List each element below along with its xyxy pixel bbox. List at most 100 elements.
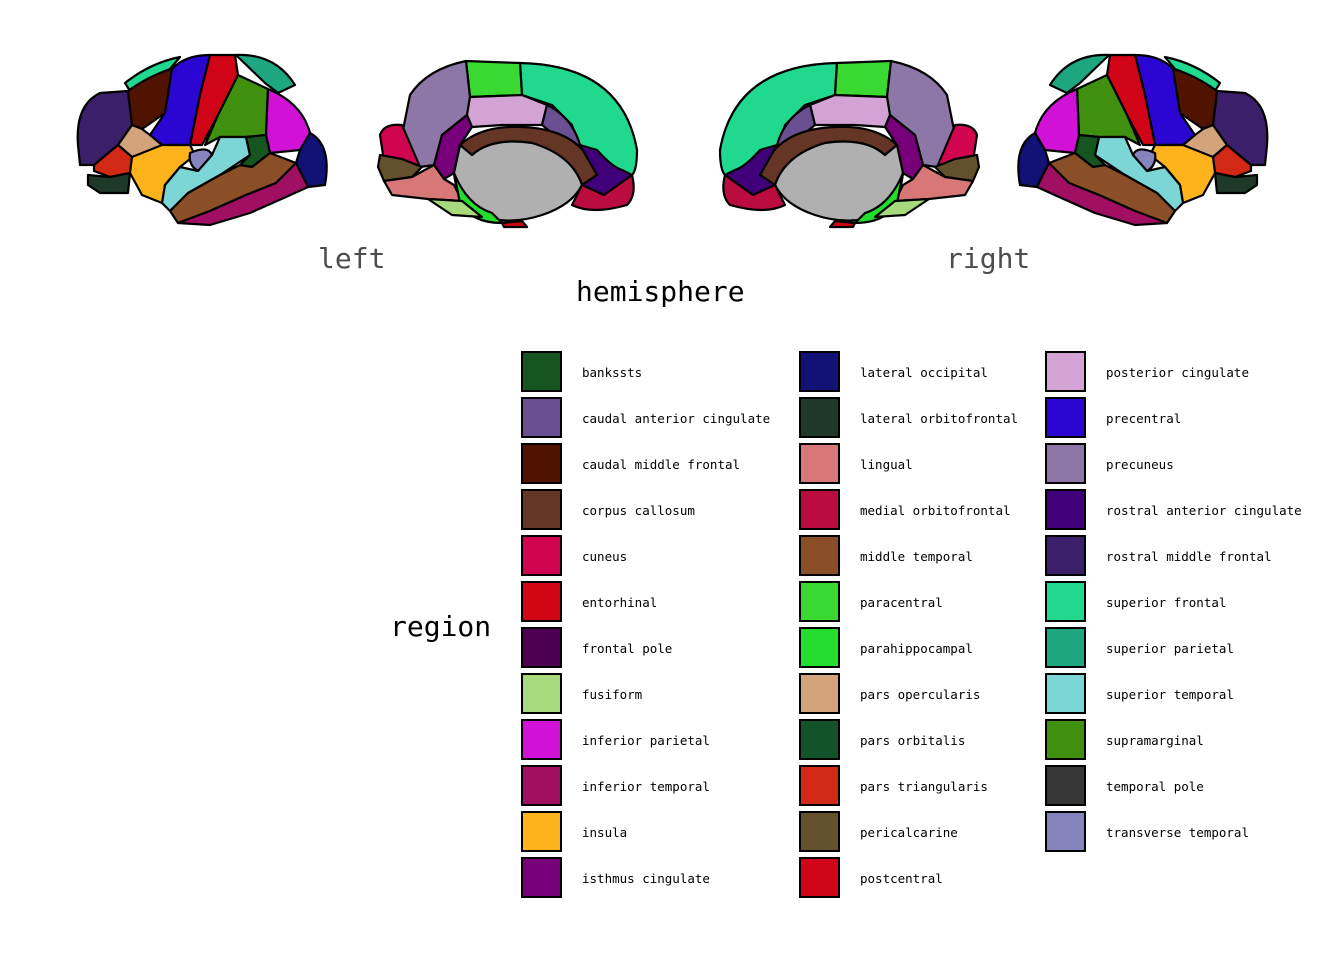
legend-swatch — [1045, 673, 1086, 714]
legend-item: caudal anterior cingulate — [521, 396, 821, 442]
legend-label: caudal middle frontal — [582, 457, 741, 472]
legend-label: paracentral — [860, 595, 943, 610]
legend-item: rostral anterior cingulate — [1045, 488, 1344, 534]
legend-swatch — [799, 765, 840, 806]
legend-label: caudal anterior cingulate — [582, 411, 771, 426]
region-medial-orbitofrontal — [570, 173, 635, 212]
legend-swatch — [521, 857, 562, 898]
legend-label: lateral occipital — [860, 365, 988, 380]
legend-item: lingual — [799, 442, 1099, 488]
legend-item: entorhinal — [521, 580, 821, 626]
legend-item: cuneus — [521, 534, 821, 580]
legend-item: supramarginal — [1045, 718, 1344, 764]
legend-swatch — [799, 581, 840, 622]
region-lateral-orbitofrontal — [86, 171, 132, 195]
region-superior-parietal — [233, 53, 297, 95]
legend-swatch — [799, 535, 840, 576]
region-inferior-temporal — [176, 161, 310, 227]
legend-swatch — [1045, 811, 1086, 852]
left-lateral-brain — [76, 53, 328, 227]
legend-swatch — [521, 351, 562, 392]
region-inferior-parietal — [264, 87, 312, 155]
x-axis-title: hemisphere — [576, 275, 745, 308]
region-posterior-cingulate — [808, 93, 892, 129]
legend-title: region — [390, 610, 492, 643]
legend-label: cuneus — [582, 549, 628, 564]
region-entorhinal — [828, 219, 857, 229]
legend-label: precentral — [1106, 411, 1182, 426]
legend-item: paracentral — [799, 580, 1099, 626]
legend-item: frontal pole — [521, 626, 821, 672]
region-fusiform — [426, 197, 484, 219]
legend-label: middle temporal — [860, 549, 973, 564]
legend-label: pars triangularis — [860, 779, 988, 794]
legend-label: parahippocampal — [860, 641, 973, 656]
hemisphere-label-left: left — [318, 242, 386, 275]
legend-swatch — [799, 719, 840, 760]
legend-item: insula — [521, 810, 821, 856]
region-postcentral — [188, 53, 240, 147]
legend-swatch — [521, 581, 562, 622]
legend-swatch — [1045, 351, 1086, 392]
legend-swatch — [521, 627, 562, 668]
region-medial-orbitofrontal — [722, 173, 787, 212]
legend-label: pericalcarine — [860, 825, 958, 840]
legend-item: parahippocampal — [799, 626, 1099, 672]
legend-swatch — [799, 627, 840, 668]
legend-item: postcentral — [799, 856, 1099, 902]
legend-label: superior frontal — [1106, 595, 1227, 610]
legend-item: inferior temporal — [521, 764, 821, 810]
region-fusiform — [873, 197, 931, 219]
legend-swatch — [1045, 765, 1086, 806]
right-lateral-brain — [1017, 53, 1269, 227]
legend-swatch — [799, 443, 840, 484]
region-caudal-middle-frontal — [126, 67, 174, 131]
region-inferior-temporal — [1035, 161, 1169, 227]
legend-swatch — [799, 351, 840, 392]
legend-label: temporal pole — [1106, 779, 1204, 794]
legend-item: precentral — [1045, 396, 1344, 442]
legend-label: superior temporal — [1106, 687, 1234, 702]
legend-label: precuneus — [1106, 457, 1174, 472]
legend-label: medial orbitofrontal — [860, 503, 1011, 518]
legend-item: pericalcarine — [799, 810, 1099, 856]
legend-item: pars triangularis — [799, 764, 1099, 810]
legend-label: inferior temporal — [582, 779, 710, 794]
legend-item: superior parietal — [1045, 626, 1344, 672]
legend-item: superior temporal — [1045, 672, 1344, 718]
region-paracentral — [464, 59, 524, 99]
region-paracentral — [833, 59, 893, 99]
legend-swatch — [521, 765, 562, 806]
region-entorhinal — [500, 219, 529, 229]
legend-item: transverse temporal — [1045, 810, 1344, 856]
legend-label: supramarginal — [1106, 733, 1204, 748]
legend-item: corpus callosum — [521, 488, 821, 534]
legend-swatch — [1045, 719, 1086, 760]
legend-label: postcentral — [860, 871, 943, 886]
region-posterior-cingulate — [465, 93, 549, 129]
legend-item: pars orbitalis — [799, 718, 1099, 764]
region-lingual — [893, 163, 975, 203]
legend-item: pars opercularis — [799, 672, 1099, 718]
legend-label: corpus callosum — [582, 503, 695, 518]
region-superior-parietal — [1048, 53, 1112, 95]
legend-item: middle temporal — [799, 534, 1099, 580]
legend-item: bankssts — [521, 350, 821, 396]
legend-swatch — [1045, 443, 1086, 484]
legend-label: transverse temporal — [1106, 825, 1249, 840]
legend-swatch — [1045, 581, 1086, 622]
legend-swatch — [799, 673, 840, 714]
legend-swatch — [521, 535, 562, 576]
region-postcentral — [1105, 53, 1157, 147]
hemisphere-label-right: right — [946, 242, 1031, 275]
region-lateral-orbitofrontal — [1213, 171, 1259, 195]
legend-item: medial orbitofrontal — [799, 488, 1099, 534]
left-medial-brain — [376, 59, 639, 229]
legend-swatch — [521, 443, 562, 484]
right-medial-brain — [718, 59, 981, 229]
legend-label: fusiform — [582, 687, 643, 702]
legend-label: rostral anterior cingulate — [1106, 503, 1302, 518]
legend-swatch — [799, 397, 840, 438]
